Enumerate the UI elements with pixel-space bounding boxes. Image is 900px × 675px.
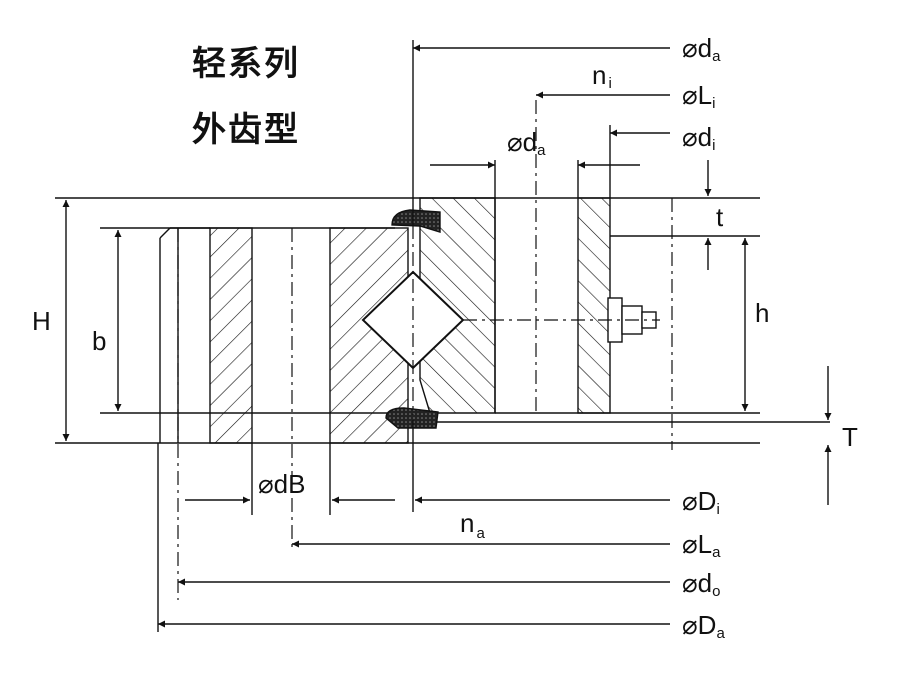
label-b: b xyxy=(92,326,106,356)
outer-ring-section xyxy=(159,197,496,444)
label-da-mid: ⌀da xyxy=(507,127,546,159)
top-dimension-lines xyxy=(413,44,670,169)
label-da-top: ⌀da xyxy=(682,33,721,65)
center-lines xyxy=(177,100,673,600)
diagram-title-type: 外齿型 xyxy=(192,110,300,150)
diagram-title-series: 轻系列 xyxy=(192,44,300,84)
label-Li: ⌀Li xyxy=(682,80,715,112)
label-do: ⌀do xyxy=(682,568,720,600)
label-h: h xyxy=(755,298,769,328)
label-T: T xyxy=(842,422,858,452)
bottom-dimension-lines xyxy=(158,496,670,628)
top-seal xyxy=(391,209,441,233)
label-H: H xyxy=(32,306,51,336)
bottom-seal xyxy=(385,407,439,429)
label-Da: ⌀Da xyxy=(682,610,725,642)
vertical-dimension-lines xyxy=(62,160,832,505)
label-La: ⌀La xyxy=(682,529,721,561)
label-dB: ⌀dB xyxy=(258,469,305,499)
label-Di: ⌀Di xyxy=(682,486,720,518)
label-t: t xyxy=(716,202,724,232)
label-di: ⌀di xyxy=(682,122,715,154)
